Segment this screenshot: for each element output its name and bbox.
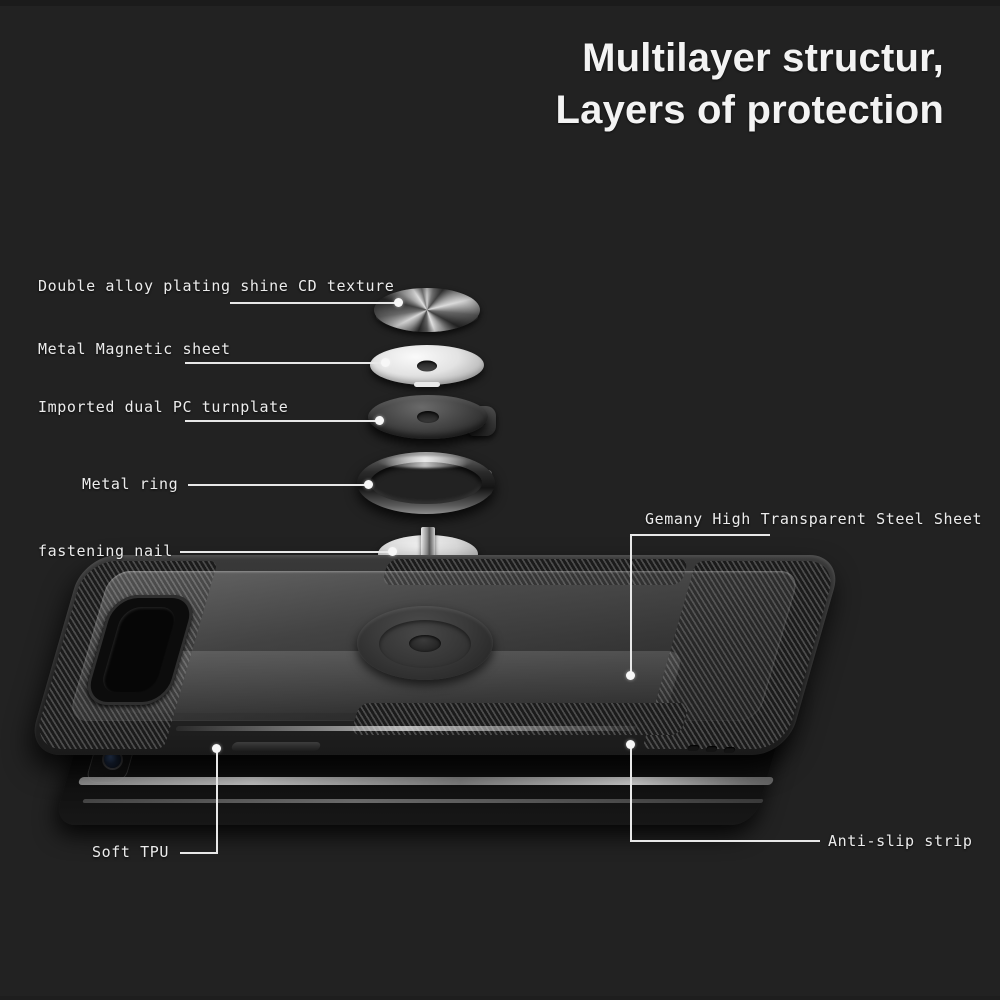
- leader-line-anti-slip-vertical: [630, 748, 632, 841]
- callout-label-pc-turnplate: Imported dual PC turnplate: [38, 398, 289, 416]
- leader-dot-pc-turnplate: [375, 416, 384, 425]
- leader-dot-magnetic-sheet: [381, 358, 390, 367]
- metal-magnetic-sheet: [370, 345, 484, 387]
- callout-label-cd-texture: Double alloy plating shine CD texture: [38, 277, 395, 295]
- magnetic-sheet-notch: [414, 382, 440, 387]
- title-line-2: Layers of protection: [555, 88, 944, 132]
- leader-line-steel-sheet-vertical: [630, 534, 632, 676]
- leader-line-soft-tpu-vertical: [216, 752, 218, 852]
- leader-dot-cd-texture: [394, 298, 403, 307]
- title-line-1: Multilayer structur,: [582, 36, 944, 80]
- ring-mount-pad: [357, 606, 493, 680]
- top-edge-band: [0, 0, 1000, 6]
- metal-ring-inner: [370, 462, 482, 504]
- leader-dot-steel-sheet: [626, 671, 635, 680]
- page-title: Multilayer structur, Layers of protectio…: [555, 32, 944, 136]
- callout-label-magnetic-sheet: Metal Magnetic sheet: [38, 340, 231, 358]
- callout-label-fastening-nail: fastening nail: [38, 542, 173, 560]
- case-button-cover: [230, 742, 322, 751]
- leader-dot-soft-tpu: [212, 744, 221, 753]
- callout-label-soft-tpu: Soft TPU: [92, 843, 170, 861]
- pc-turnplate: [368, 395, 488, 439]
- ring-mount-pad-center: [409, 635, 441, 652]
- phone-chrome-frame: [77, 777, 775, 785]
- leader-line-anti-slip-horizontal: [630, 840, 820, 842]
- leader-line-metal-ring: [188, 484, 368, 486]
- leader-dot-fastening-nail: [388, 547, 397, 556]
- bottom-edge-band: [0, 996, 1000, 1000]
- leader-line-soft-tpu-horizontal: [180, 852, 218, 854]
- leader-line-pc-turnplate: [185, 420, 379, 422]
- leader-line-magnetic-sheet: [185, 362, 385, 364]
- leader-dot-anti-slip: [626, 740, 635, 749]
- callout-label-anti-slip: Anti-slip strip: [828, 832, 973, 850]
- leader-line-fastening-nail: [180, 551, 392, 553]
- pc-turnplate-hole: [417, 411, 439, 423]
- callout-label-metal-ring: Metal ring: [82, 475, 179, 493]
- alloy-cd-disc: [374, 288, 480, 332]
- leader-line-steel-sheet-horizontal: [630, 534, 770, 536]
- case-edge-highlight: [175, 726, 637, 731]
- metal-ring-highlight: [377, 456, 473, 468]
- leader-dot-metal-ring: [364, 480, 373, 489]
- camera-lens-bottom: [104, 751, 121, 768]
- callout-label-steel-sheet: Gemany High Transparent Steel Sheet: [645, 510, 983, 528]
- phone-chrome-frame-lower: [82, 799, 764, 803]
- metal-ring: [357, 452, 495, 514]
- leader-line-cd-texture: [230, 302, 398, 304]
- magnetic-sheet-hole: [417, 360, 437, 372]
- phone-with-case: [26, 555, 844, 845]
